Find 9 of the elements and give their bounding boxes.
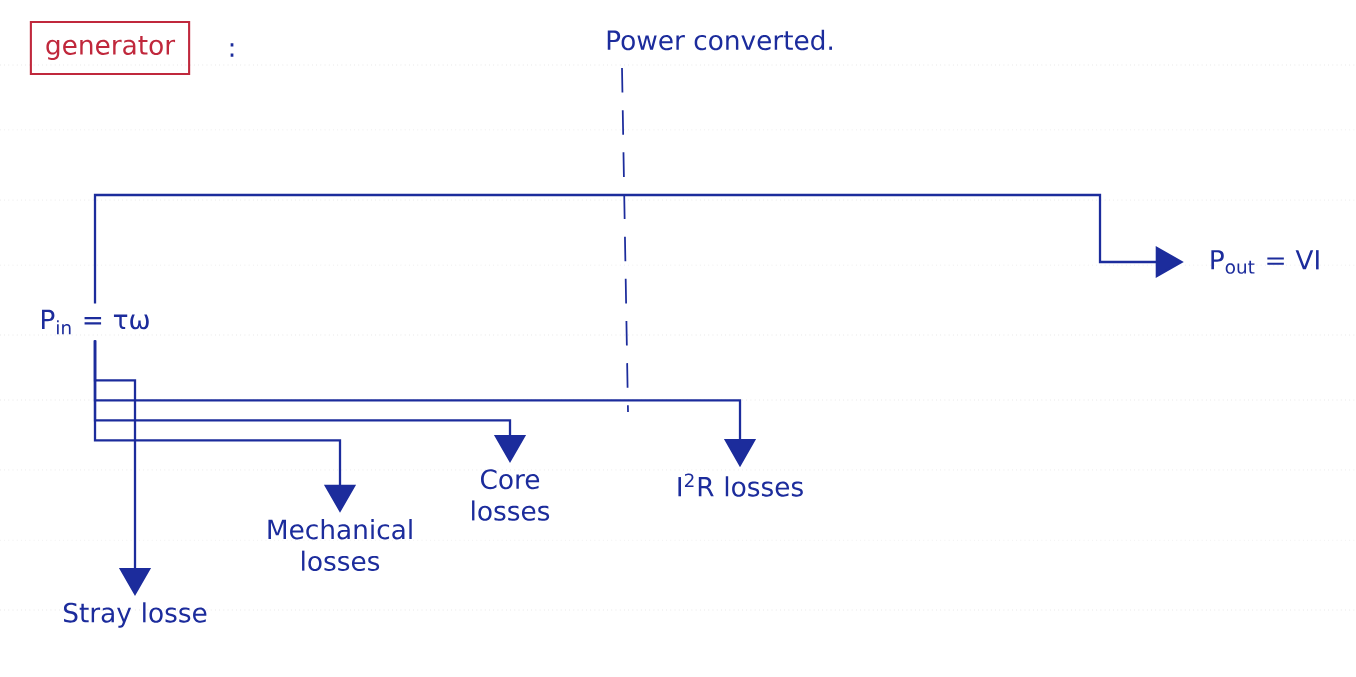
colon-mark: : bbox=[230, 43, 234, 57]
node-text: Stray losse bbox=[63, 602, 207, 628]
node-text: I$^{2}$R losses bbox=[678, 473, 803, 497]
annotation-text: Power converted. bbox=[607, 29, 832, 51]
node-text: P$_{out}$ = VI bbox=[1211, 250, 1319, 274]
title-box: generator bbox=[29, 20, 191, 76]
node-text: P$_{in}$ = τω bbox=[42, 309, 149, 335]
node-text: Mechanical losses bbox=[268, 519, 412, 572]
node-text: Core losses bbox=[472, 469, 550, 521]
